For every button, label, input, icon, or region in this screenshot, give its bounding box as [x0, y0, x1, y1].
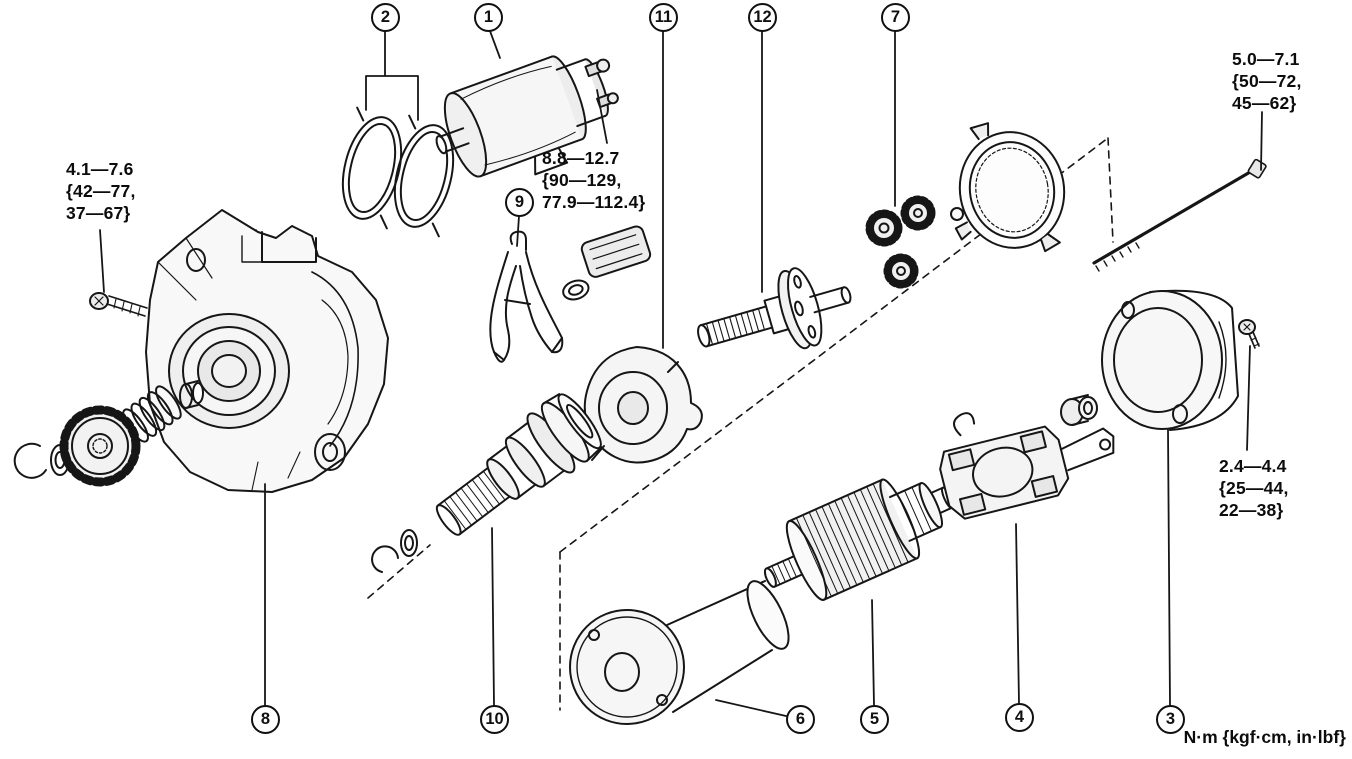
torque-spec-through-bolt: 5.0—7.1 {50—72, 45—62} — [1232, 49, 1302, 113]
callout-5: 5 — [860, 705, 889, 734]
part-armature — [763, 478, 954, 601]
part-front-screw — [89, 292, 148, 317]
torque-spec-solenoid: 8.8—12.7 {90—129, 77.9—112.4} — [542, 148, 646, 212]
part-overrunning-clutch — [435, 393, 602, 536]
callout-8: 8 — [251, 705, 280, 734]
part-ring-gear — [954, 122, 1066, 253]
callout-2: 2 — [371, 3, 400, 32]
planet-gear — [883, 253, 919, 289]
part-through-bolt — [1092, 158, 1267, 272]
callout-7: 7 — [881, 3, 910, 32]
steel-ball — [950, 207, 964, 221]
callout-11: 11 — [649, 3, 678, 32]
planet-gear — [900, 195, 936, 231]
part-return-spring — [122, 385, 182, 443]
planet-gear — [865, 209, 903, 247]
callout-9: 9 — [505, 188, 534, 217]
part-grommet — [562, 225, 652, 301]
part-spring-retainer — [179, 380, 204, 409]
part-solenoid — [435, 55, 619, 178]
part-bearing-grommet — [1060, 394, 1098, 426]
part-brush-holder — [939, 412, 1115, 520]
part-shift-fork — [489, 230, 564, 363]
callout-3: 3 — [1156, 705, 1185, 734]
part-front-bracket — [145, 209, 389, 493]
part-center-bracket — [583, 346, 703, 464]
callout-6: 6 — [786, 705, 815, 734]
torque-spec-rear-screw: 2.4—4.4 {25—44, 22—38} — [1219, 456, 1289, 520]
part-rear-screw — [1238, 319, 1260, 349]
units-note: N·m {kgf·cm, in·lbf} — [1183, 727, 1346, 747]
part-output-shaft — [697, 267, 852, 350]
part-rear-cover — [1101, 289, 1239, 431]
part-yoke — [569, 580, 790, 725]
callout-4: 4 — [1005, 703, 1034, 732]
part-snap-ring-front — [13, 442, 47, 479]
callout-12: 12 — [748, 3, 777, 32]
part-planetary-gears — [865, 195, 964, 289]
part-gasket-rings — [341, 106, 455, 238]
callout-1: 1 — [474, 3, 503, 32]
callout-10: 10 — [480, 705, 509, 734]
torque-spec-front-screw: 4.1—7.6 {42—77, 37—67} — [66, 159, 136, 223]
part-pinion-gear — [59, 405, 141, 487]
part-stop-ring-set — [371, 529, 418, 573]
leader-lines — [99, 30, 1263, 717]
